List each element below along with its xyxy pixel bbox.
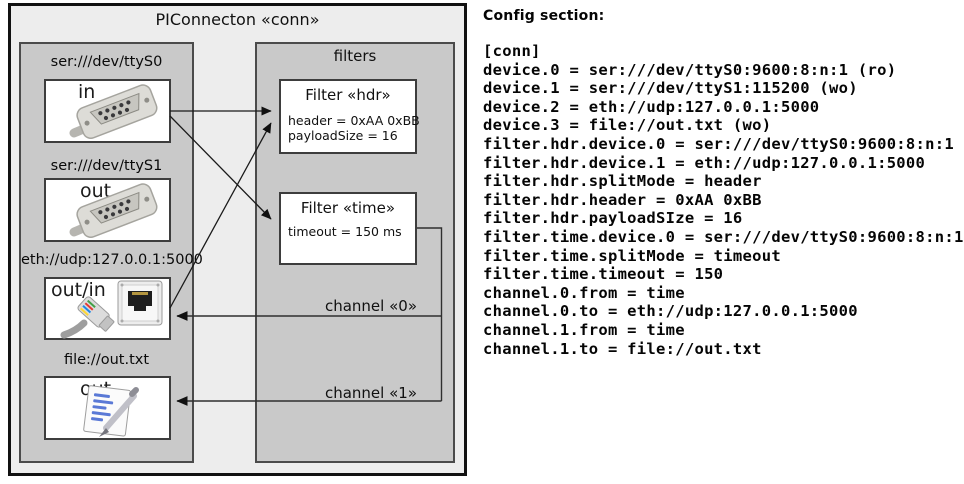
filter-prop: header = 0xAA 0xBB [288,113,420,128]
config-line: channel.1.to = file://out.txt [483,339,762,358]
config-line: filter.time.timeout = 150 [483,265,724,284]
filter-title: Filter «time» [300,199,396,217]
serial-connector-icon [46,180,169,240]
device-label-ttys0: ser:///dev/ttyS0 [50,54,163,70]
filters-panel: filters Filter «hdr» header = 0xAA 0xBB … [255,42,455,463]
filters-panel-label: filters [333,47,377,65]
device-label-eth: eth://udp:127.0.0.1:5000 [21,252,203,268]
config-line: channel.0.to = eth://udp:127.0.0.1:5000 [483,302,858,321]
config-line: device.3 = file://out.txt (wo) [483,116,772,135]
device-box-eth: out/in [44,277,171,340]
config-line: [conn] [483,42,541,60]
devices-panel: ser:///dev/ttyS0 in ser:///dev/ttyS1 out… [19,42,203,463]
filter-prop: timeout = 150 ms [288,224,402,239]
config-line: device.2 = eth://udp:127.0.0.1:5000 [483,97,820,116]
config-line: filter.hdr.device.1 = eth://udp:127.0.0.… [483,153,926,172]
config-line: filter.time.splitMode = timeout [483,246,781,265]
config-line: filter.hdr.splitMode = header [483,172,762,191]
device-label-ttys1: ser:///dev/ttyS1 [50,158,163,174]
device-box-ttys1: out [44,178,171,242]
device-box-ttys0: in [44,79,171,143]
config-section-heading: Config section: [483,8,605,24]
filter-prop: payloadSize = 16 [288,128,398,143]
config-line: filter.hdr.header = 0xAA 0xBB [483,190,762,209]
connector-box: PIConnecton «conn» ser:///dev/ttyS0 in s… [8,3,467,476]
config-lines: [conn]device.0 = ser:///dev/ttyS0:9600:8… [483,42,964,358]
config-line: device.1 = ser:///dev/ttyS1:115200 (wo) [483,79,858,98]
config-line: filter.time.device.0 = ser:///dev/ttyS0:… [483,227,964,246]
serial-connector-icon [46,81,169,141]
device-direction-label: in [78,81,96,103]
config-line: filter.hdr.device.0 = ser:///dev/ttyS0:9… [483,134,954,153]
device-direction-label: out/in [51,279,106,301]
channel-1-label: channel «1» [324,384,417,402]
config-line: channel.0.from = time [483,283,685,302]
filter-title: Filter «hdr» [305,86,391,104]
filter-box-hdr: Filter «hdr» header = 0xAA 0xBB payloadS… [279,79,420,154]
filter-box-time: Filter «time» timeout = 150 ms [279,192,417,265]
config-line: filter.hdr.payloadSIze = 16 [483,209,743,228]
channel-0-label: channel «0» [324,297,417,315]
ethernet-connector-icon [46,279,169,339]
config-line: device.0 = ser:///dev/ttyS0:9600:8:n:1 (… [483,60,897,79]
notepad-icon [46,378,169,438]
device-label-file: file://out.txt [63,352,150,368]
device-box-file: out [44,376,171,440]
config-line: channel.1.from = time [483,320,685,339]
diagram-title: PIConnecton «conn» [155,10,320,29]
device-direction-label: out [80,180,112,202]
